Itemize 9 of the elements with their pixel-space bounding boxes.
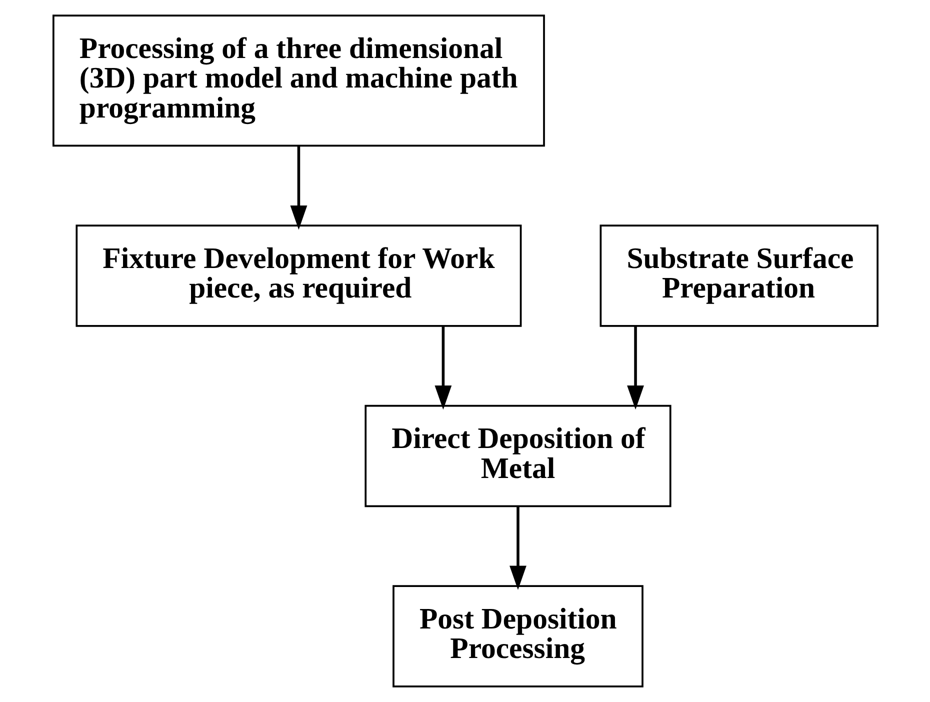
node-box: Direct Deposition of Metal — [364, 404, 671, 508]
arrow — [626, 326, 644, 410]
node-box: Post Deposition Processing — [392, 585, 643, 688]
node-box: Substrate Surface Preparation — [599, 224, 878, 327]
arrow — [509, 506, 526, 590]
arrow — [290, 146, 307, 230]
node-box: Processing of a three dimensional (3D) part model and machine path programming — [52, 14, 544, 147]
arrow — [434, 326, 452, 410]
node-box: Fixture Development for Work piece, as required — [75, 224, 522, 327]
